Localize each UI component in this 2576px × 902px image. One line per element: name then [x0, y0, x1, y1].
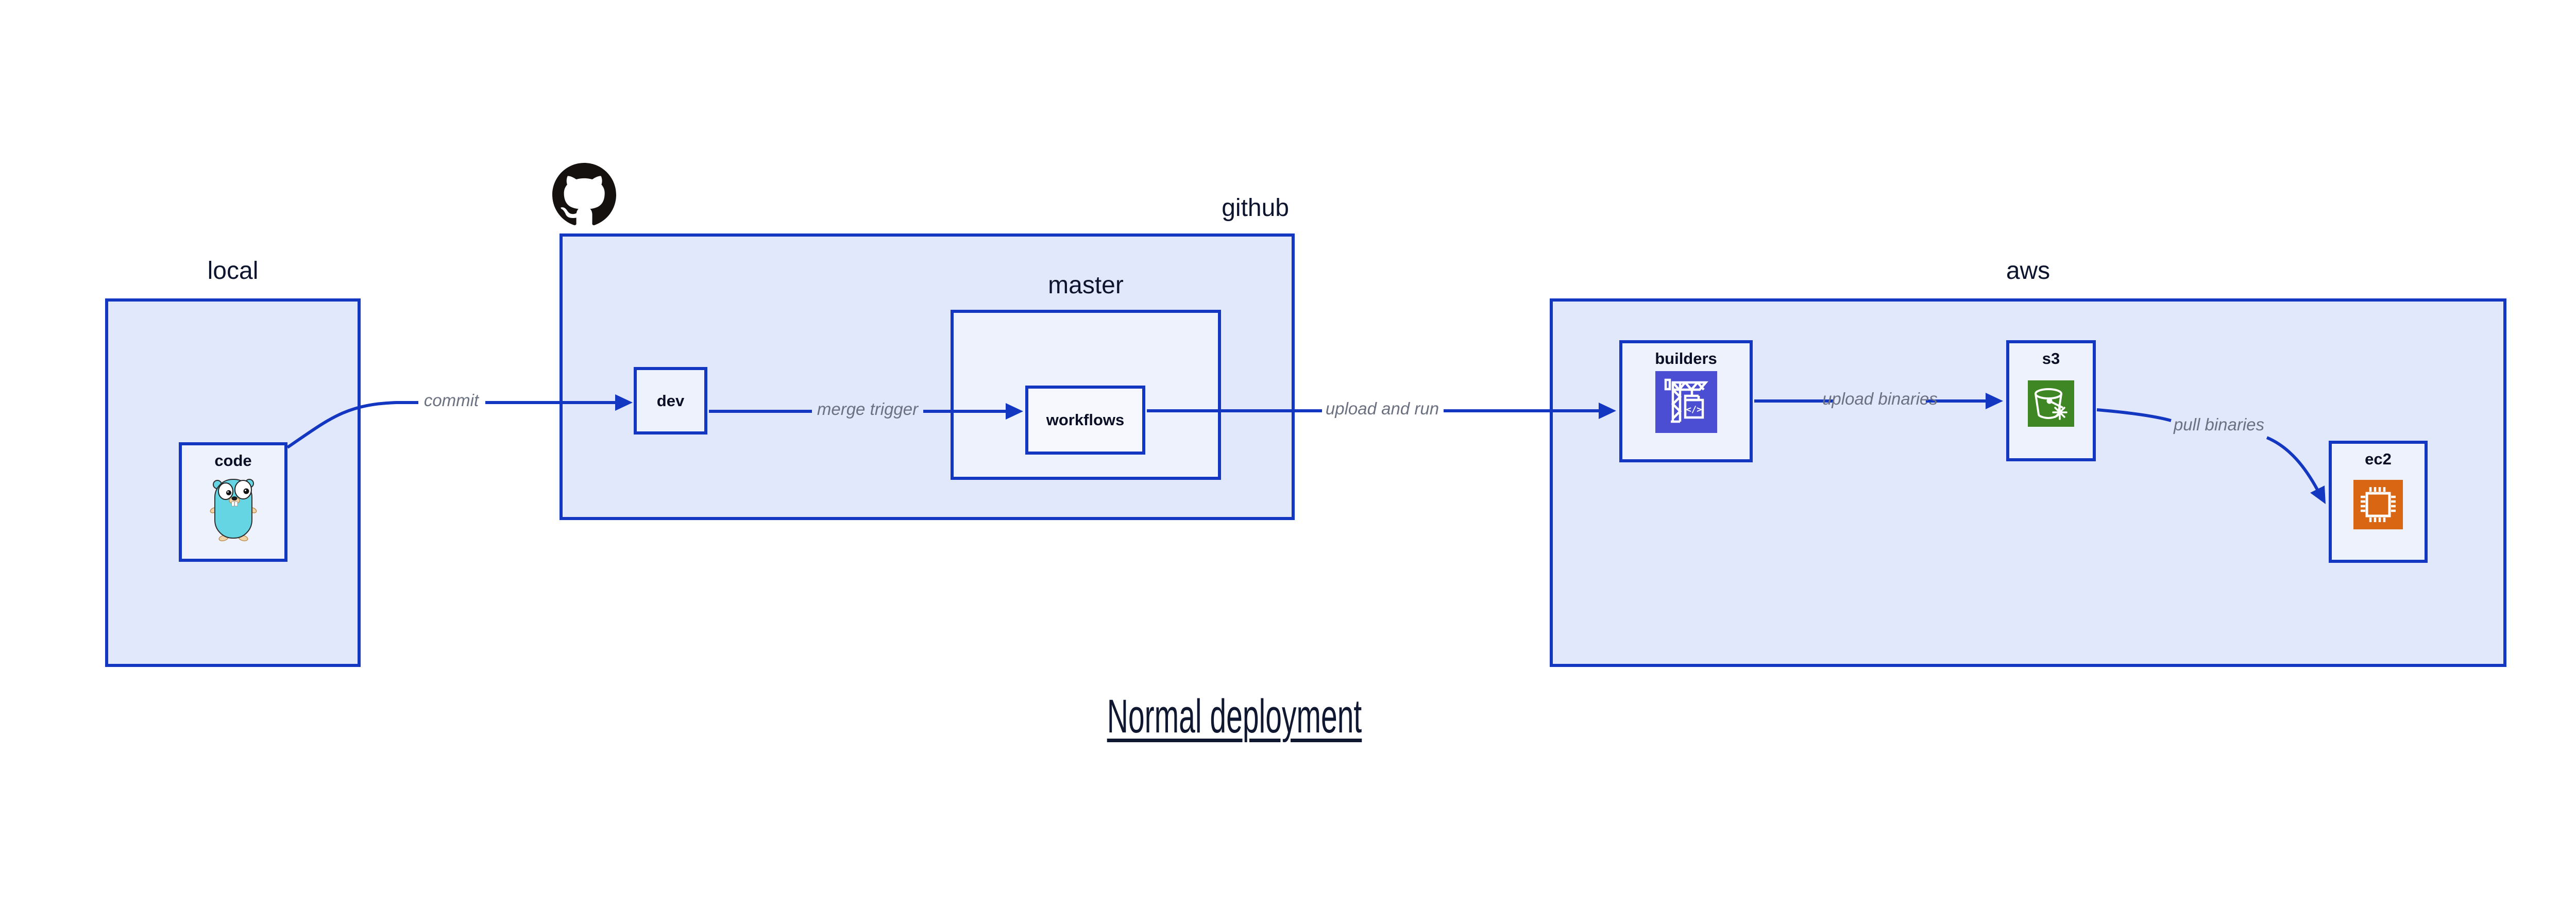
container-label-aws: aws	[2006, 257, 2050, 285]
container-label-local: local	[207, 257, 259, 285]
node-builders: builders </>	[1619, 340, 1753, 462]
node-label-builders: builders	[1655, 349, 1717, 368]
edge-label-pull-binaries: pull binaries	[2173, 415, 2265, 434]
aws-s3-glacier-icon	[2028, 380, 2074, 427]
container-label-master: master	[1048, 272, 1124, 299]
edge-label-merge-trigger: merge trigger	[817, 399, 919, 419]
node-s3: s3	[2006, 340, 2096, 461]
edge-label-upload-binaries: upload binaries	[1822, 389, 1938, 408]
diagram-title: Normal deployment	[1107, 690, 1362, 743]
aws-codebuild-icon: </>	[1655, 371, 1717, 433]
edge-label-commit: commit	[423, 391, 479, 410]
node-dev: dev	[634, 367, 707, 435]
node-label-s3: s3	[2042, 349, 2060, 368]
node-label-code: code	[214, 452, 252, 470]
go-gopher-icon	[210, 479, 257, 542]
edge-label-upload-and-run: upload and run	[1325, 399, 1439, 418]
container-label-github: github	[1222, 194, 1289, 222]
aws-ec2-chip-icon	[2353, 480, 2403, 529]
github-octocat-icon	[552, 163, 616, 225]
svg-text:</>: </>	[1686, 405, 1702, 415]
node-label-ec2: ec2	[2365, 450, 2392, 468]
node-label-workflows: workflows	[1046, 411, 1125, 429]
node-code: code	[179, 442, 287, 562]
node-label-dev: dev	[656, 391, 685, 410]
node-workflows: workflows	[1025, 386, 1145, 455]
node-ec2: ec2	[2329, 441, 2428, 563]
